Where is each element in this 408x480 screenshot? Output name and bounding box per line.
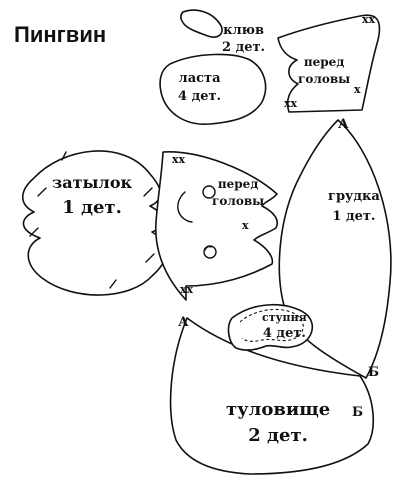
nape-piece	[21, 150, 168, 296]
body-count: 2 дет.	[248, 424, 308, 446]
head-notch-left	[177, 191, 193, 223]
flipper-label: ласта 4 дет.	[178, 71, 222, 105]
mark-b-body: Б	[352, 405, 364, 420]
head-front-name2: головы	[212, 194, 265, 209]
nape-notch-5	[61, 151, 67, 161]
mark-a-chest: А	[338, 117, 349, 132]
flipper-count: 4 дет.	[178, 89, 222, 105]
foot-count: 4 дет.	[262, 326, 306, 342]
chest-label: грудка 1 дет.	[328, 189, 380, 225]
mark-a-body: А	[178, 315, 189, 330]
nape-notch-1	[37, 187, 47, 197]
eye-circle-top	[202, 185, 216, 199]
nape-count: 1 дет.	[62, 196, 122, 218]
flipper-name: ласта	[178, 71, 221, 86]
nape-notch-3	[143, 187, 153, 197]
mark-xx-head-top-right: хх	[362, 13, 376, 26]
nape-name: затылок	[52, 173, 133, 192]
nape-notch-4	[145, 253, 155, 263]
body-piece	[169, 317, 375, 475]
mark-xx-head-front-bottom: хх	[180, 283, 194, 296]
eye-bottom-highlight	[204, 245, 212, 251]
head-front-label: перед головы	[212, 177, 265, 209]
head-front-piece	[155, 151, 278, 301]
head-front-top-name2: головы	[298, 72, 351, 87]
nape-notch-6	[109, 279, 117, 289]
beak-label: клюв 2 дет.	[222, 23, 266, 56]
foot-name: ступня	[262, 311, 307, 324]
beak-count: 2 дет.	[222, 40, 266, 56]
mark-xx-head-top-left: хх	[284, 97, 298, 110]
nape-notch-2	[29, 227, 39, 237]
head-front-name: перед	[217, 177, 259, 191]
foot-seam-line	[239, 308, 304, 342]
body-name: туловище	[226, 399, 331, 420]
pattern-title: Пингвин	[14, 22, 107, 47]
nape-label: затылок 1 дет.	[52, 174, 132, 217]
mark-xx-head-front-top: хх	[172, 153, 186, 166]
chest-piece	[278, 119, 392, 379]
foot-label: ступня 4 дет.	[262, 311, 307, 342]
mark-x-head-front: х	[242, 219, 249, 232]
mark-b-chest: Б	[368, 365, 380, 380]
head-front-top-label: перед головы	[298, 55, 351, 87]
chest-name: грудка	[328, 189, 380, 204]
beak-name: клюв	[223, 23, 264, 38]
head-front-top-piece	[277, 14, 381, 113]
beak-piece	[180, 9, 223, 38]
chest-count: 1 дет.	[332, 209, 376, 225]
body-label: туловище 2 дет.	[226, 400, 330, 446]
mark-x-head-top: х	[354, 83, 361, 96]
head-front-top-name: перед	[303, 55, 345, 69]
flipper-piece	[159, 53, 267, 125]
